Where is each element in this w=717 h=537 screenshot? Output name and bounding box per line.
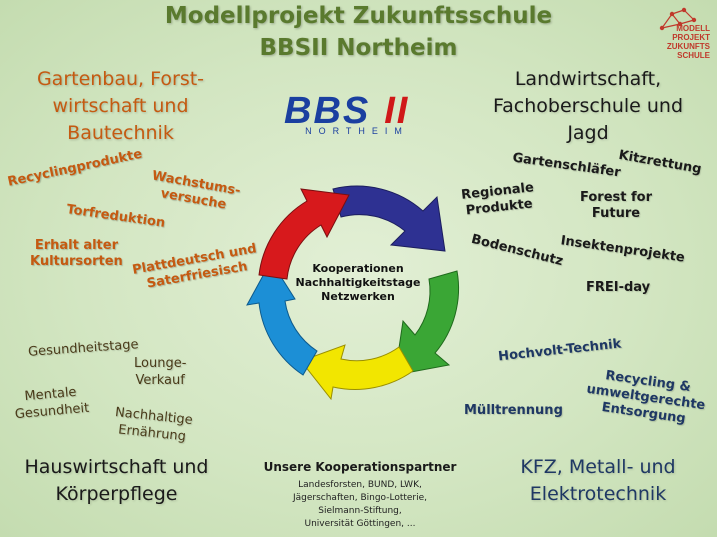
heading-line: Landwirtschaft, (514, 68, 662, 90)
keyword-plattdeutsch: Plattdeutsch und Saterfriesisch (131, 241, 260, 294)
center-label-line: Nachhaltigkeitstage (295, 276, 421, 289)
keyword-nachhaltige-ernaehrung: Nachhaltige Ernährung (112, 404, 193, 446)
heading-line: Hauswirtschaft und (24, 456, 209, 478)
keyword-line: Verkauf (135, 373, 185, 388)
center-label-line: Netzwerken (321, 290, 395, 303)
cycle-center-label: Kooperationen Nachhaltigkeitstage Netzwe… (283, 262, 433, 304)
keyword-line: Kultursorten (30, 254, 123, 269)
heading-line: Körperpflege (55, 483, 178, 505)
keyword-torfreduktion: Torfreduktion (65, 202, 167, 231)
bbs-logo-subtitle: NORTHEIM (305, 126, 409, 136)
keyword-wachstumsversuche: Wachstums- versuche (148, 168, 242, 215)
partners-line: Landesforsten, BUND, LWK, (298, 480, 422, 490)
center-label-line: Kooperationen (312, 262, 404, 275)
modellprojekt-logo-text: MODELL PROJEKT ZUKUNFTS SCHULE (667, 24, 710, 60)
heading-line: Fachoberschule und (492, 95, 684, 117)
logo-text-line: SCHULE (677, 51, 710, 60)
partners-title: Unsere Kooperationspartner (263, 460, 457, 474)
heading-hauswirtschaft: Hauswirtschaft und Körperpflege (14, 454, 219, 508)
bbs-logo-wordmark: BBS II (284, 91, 409, 131)
bbs-logo-letters: BBS (284, 90, 371, 132)
heading-line: KFZ, Metall- und (520, 456, 676, 478)
keyword-line: Erhalt alter (34, 238, 118, 253)
keyword-bodenschutz: Bodenschutz (469, 231, 565, 270)
keyword-recyclingprodukte: Recyclingprodukte (6, 146, 144, 190)
keyword-hochvolt-technik: Hochvolt-Technik (497, 336, 623, 365)
heading-gartenbau: Gartenbau, Forst- wirtschaft und Bautech… (18, 66, 223, 147)
keyword-erhalt-alter-kultursorten: Erhalt alter Kultursorten (30, 238, 123, 270)
arrow-segment-green (394, 270, 460, 376)
keyword-forest-for-future: Forest for Future (580, 190, 652, 222)
partners-line: Jägerschaften, Bingo-Lotterie, (292, 493, 428, 503)
keyword-line: Lounge- (134, 356, 187, 371)
arrow-segment-yellow (300, 344, 414, 400)
keyword-gesundheitstage: Gesundheitstage (27, 337, 139, 360)
heading-landwirtschaft: Landwirtschaft, Fachoberschule und Jagd (488, 66, 688, 147)
heading-line: wirtschaft und (52, 95, 189, 117)
keyword-insektenprojekte: Insektenprojekte (559, 233, 686, 266)
page-title-line2: BBSII Northeim (259, 35, 458, 61)
partners-list: Landesforsten, BUND, LWK, Jägerschaften,… (260, 479, 460, 531)
partners-line: Sielmann-Stiftung, (318, 506, 402, 516)
heading-line: Elektrotechnik (529, 483, 667, 505)
bbs-logo-numeral: II (384, 90, 410, 132)
heading-line: Jagd (567, 122, 609, 144)
keyword-muelltrennung: Mülltrennung (464, 403, 563, 418)
keyword-kitzrettung: Kitzrettung (617, 147, 703, 178)
partners-line: Universität Göttingen, ... (304, 519, 416, 529)
keyword-line: Forest for (580, 190, 652, 205)
keyword-line: Future (591, 206, 641, 221)
bbs-logo: BBS II NORTHEIM (284, 91, 429, 139)
heading-kfz-metall-elektro: KFZ, Metall- und Elektrotechnik (498, 454, 698, 508)
keyword-gartenschlaefer: Gartenschläfer (511, 150, 622, 181)
keyword-lounge-verkauf: Lounge- Verkauf (134, 355, 186, 389)
keyword-recycling-entsorgung: Recycling & umweltgerechte Entsorgung (583, 366, 708, 430)
logo-text-line: ZUKUNFTS (666, 42, 710, 51)
keyword-frei-day: FREI-day (586, 280, 651, 295)
heading-line: Gartenbau, Forst- (36, 68, 205, 90)
keyword-regionale-produkte: Regionale Produkte (461, 180, 537, 219)
arrow-segment-blue (246, 260, 318, 376)
page-title-line1: Modellprojekt Zukunftsschule (164, 3, 553, 29)
circular-arrows-icon (246, 185, 460, 400)
modellprojekt-logo: MODELL PROJEKT ZUKUNFTS SCHULE (650, 6, 710, 66)
arrow-segment-red (258, 188, 350, 280)
heading-line: Bautechnik (67, 122, 174, 144)
molecule-network-icon (659, 7, 697, 31)
logo-text-line: PROJEKT (672, 33, 710, 42)
arrow-segment-navy (332, 185, 446, 252)
logo-text-line: MODELL (676, 24, 710, 33)
keyword-mentale-gesundheit: Mentale Gesundheit (13, 383, 90, 423)
